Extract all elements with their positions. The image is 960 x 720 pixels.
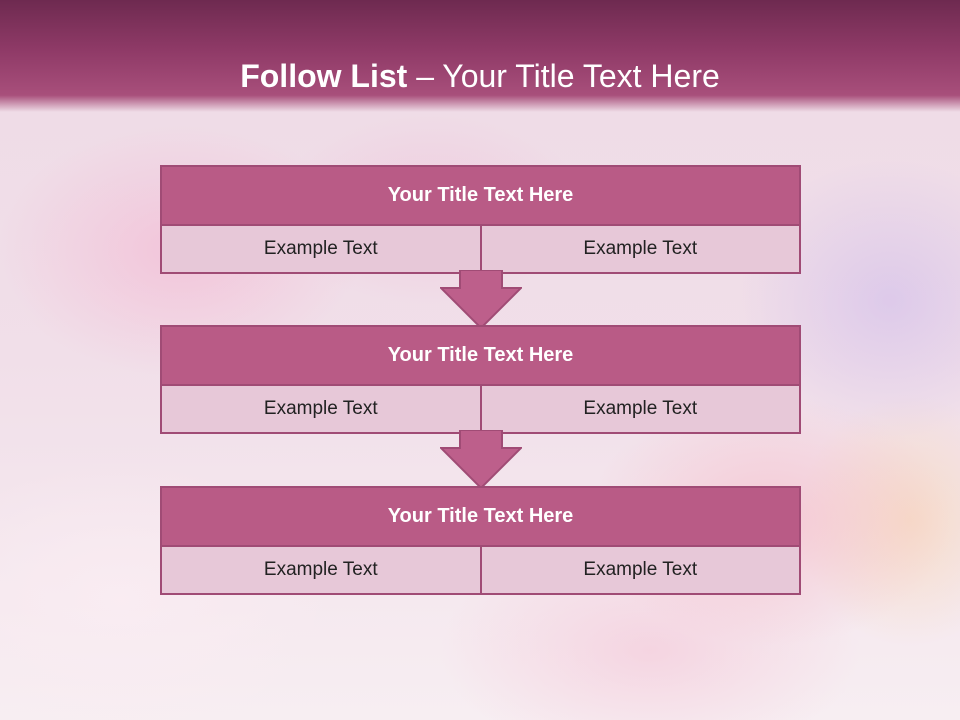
down-arrow-icon (440, 430, 522, 490)
block-row: Example Text Example Text (162, 547, 799, 593)
title-rest: – Your Title Text Here (416, 58, 720, 94)
block-row: Example Text Example Text (162, 386, 799, 432)
block-cell-right: Example Text (479, 547, 799, 593)
block-row: Example Text Example Text (162, 226, 799, 272)
block-title: Your Title Text Here (162, 327, 799, 386)
block-title: Your Title Text Here (162, 167, 799, 226)
title-strong: Follow List (240, 58, 417, 94)
block-cell-left: Example Text (162, 386, 480, 432)
list-block-3: Your Title Text Here Example Text Exampl… (160, 486, 801, 595)
block-cell-left: Example Text (162, 226, 480, 272)
down-arrow-icon (440, 270, 522, 330)
block-cell-right: Example Text (479, 226, 799, 272)
list-block-1: Your Title Text Here Example Text Exampl… (160, 165, 801, 274)
block-title: Your Title Text Here (162, 488, 799, 547)
block-cell-left: Example Text (162, 547, 480, 593)
title-banner: Follow List – Your Title Text Here (0, 0, 960, 112)
block-cell-right: Example Text (479, 386, 799, 432)
slide-title: Follow List – Your Title Text Here (0, 56, 960, 96)
list-block-2: Your Title Text Here Example Text Exampl… (160, 325, 801, 434)
